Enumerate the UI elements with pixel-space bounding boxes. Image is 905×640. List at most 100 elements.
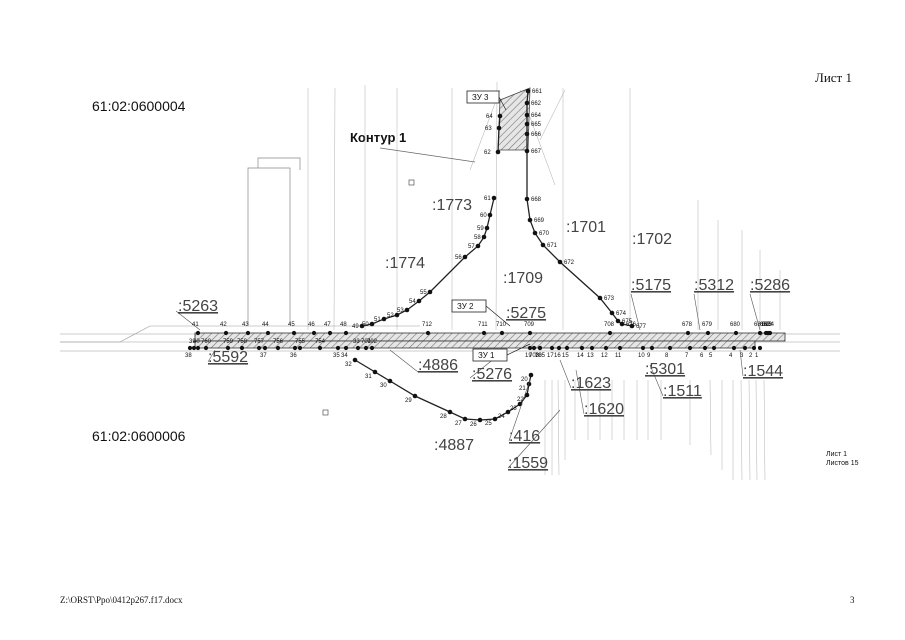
boundary-point-marker xyxy=(225,345,231,351)
boundary-point-number: 2 xyxy=(749,353,753,359)
boundary-point-marker xyxy=(733,330,739,336)
boundary-point-number: 760 xyxy=(201,339,212,345)
boundary-point-number: 9 xyxy=(647,353,651,359)
boundary-point-marker xyxy=(597,295,603,301)
parcel-boundary-line xyxy=(709,379,712,456)
parcel-number-label: :1701 xyxy=(566,219,606,236)
parcel-number-label: :1702 xyxy=(632,231,672,248)
boundary-point-number: 59 xyxy=(477,226,484,232)
boundary-point-number: 40 xyxy=(193,339,200,345)
label-leader-line xyxy=(749,293,761,331)
square-marker xyxy=(408,179,415,186)
boundary-point-marker xyxy=(629,323,635,329)
boundary-point-number: 15 xyxy=(562,353,569,359)
boundary-point-number: 61 xyxy=(484,196,491,202)
boundary-point-number: 48 xyxy=(340,322,347,328)
boundary-point-number: 23 xyxy=(510,406,517,412)
boundary-point-marker xyxy=(495,149,501,155)
boundary-point-marker xyxy=(564,345,570,351)
zone-label-box xyxy=(451,299,487,313)
label-leader-line xyxy=(739,349,744,377)
label-leader-line xyxy=(507,409,561,469)
boundary-point-marker xyxy=(603,345,609,351)
sheet-info: Лист 1 Листов 15 xyxy=(826,450,858,468)
parcel-number-label: :416 xyxy=(509,428,540,445)
label-leader-line xyxy=(575,369,585,415)
parcel-number-label: :1623 xyxy=(571,375,611,392)
boundary-point-number: 22 xyxy=(517,397,524,403)
boundary-point-number: 46 xyxy=(308,322,315,328)
boundary-point-marker xyxy=(487,212,493,218)
map-labels: 6160595857565554535251504966166266466566… xyxy=(178,89,790,472)
boundary-line-north-left xyxy=(361,197,495,327)
boundary-point-number: 4 xyxy=(729,353,733,359)
boundary-line-zu3 xyxy=(497,115,501,153)
boundary-point-number: 24 xyxy=(498,414,505,420)
boundary-point-marker xyxy=(531,345,537,351)
road-edge-line xyxy=(60,325,420,343)
footer-page-number: 3 xyxy=(850,595,855,605)
zone-label-box xyxy=(472,348,508,362)
boundary-point-marker xyxy=(369,321,375,327)
boundary-point-marker xyxy=(363,345,369,351)
zone-leader-line xyxy=(485,305,511,327)
boundary-point-number: 756 xyxy=(273,339,284,345)
boundary-point-number: 3 xyxy=(740,353,744,359)
boundary-point-number: 27 xyxy=(455,421,462,427)
boundary-point-marker xyxy=(556,345,562,351)
boundary-point-marker xyxy=(711,345,717,351)
parcel-number-label: :1709 xyxy=(503,270,543,287)
boundary-point-marker xyxy=(484,225,490,231)
boundary-point-marker xyxy=(757,345,763,351)
boundary-point-marker xyxy=(245,330,251,336)
boundary-point-number: 60 xyxy=(480,213,487,219)
label-leader-line xyxy=(207,349,216,363)
boundary-point-marker xyxy=(619,321,625,327)
parcel-boundary-line xyxy=(740,379,743,481)
boundary-point-marker xyxy=(447,409,453,415)
zone-label-zu1: ЗУ 1 xyxy=(478,351,495,360)
boundary-point-number: 667 xyxy=(531,149,542,155)
boundary-point-number: 669 xyxy=(534,218,545,224)
boundary-point-number: 710 xyxy=(496,322,507,328)
zone-label-zu2: ЗУ 2 xyxy=(457,302,474,311)
boundary-point-marker xyxy=(751,345,757,351)
boundary-point-number: 20 xyxy=(521,377,528,383)
boundary-point-number: 33 xyxy=(353,339,360,345)
boundary-point-marker xyxy=(532,230,538,236)
boundary-point-number: 677 xyxy=(636,324,647,330)
boundary-point-marker xyxy=(343,345,349,351)
contour-leader-line xyxy=(379,147,476,163)
boundary-point-number: 7 xyxy=(685,353,689,359)
boundary-point-number: 672 xyxy=(564,260,575,266)
boundary-point-number: 39 xyxy=(189,339,196,345)
label-leader-line xyxy=(469,349,506,379)
boundary-point-marker xyxy=(262,345,268,351)
boundary-point-marker xyxy=(757,330,763,336)
boundary-point-number: 684 xyxy=(764,322,775,328)
boundary-point-number: 711 xyxy=(478,322,488,328)
boundary-point-number: 683 xyxy=(762,322,773,328)
boundary-point-number: 35 xyxy=(333,353,340,359)
boundary-point-marker xyxy=(492,416,498,422)
boundary-point-number: 681 xyxy=(754,322,765,328)
boundary-point-marker xyxy=(524,121,530,127)
zone-leader-line xyxy=(506,343,531,356)
label-leader-line xyxy=(508,379,531,442)
boundary-point-number: 755 xyxy=(295,339,306,345)
boundary-point-number: 38 xyxy=(185,353,192,359)
boundary-point-marker xyxy=(394,312,400,318)
boundary-point-number: 674 xyxy=(616,311,627,317)
boundary-point-number: 55 xyxy=(420,290,427,296)
boundary-point-number: 14 xyxy=(577,353,584,359)
boundary-point-number: 709 xyxy=(524,322,535,328)
parcel-boundary-line xyxy=(539,89,566,141)
parcel-number-label: :1544 xyxy=(743,363,783,380)
boundary-point-marker xyxy=(223,330,229,336)
boundary-point-number: 44 xyxy=(262,322,269,328)
boundary-point-marker xyxy=(481,234,487,240)
boundary-point-number: 10 xyxy=(638,353,645,359)
contour-label: Контур 1 xyxy=(350,130,407,145)
parcel-number-label: :5312 xyxy=(694,277,734,294)
parcel-number-label: :1511 xyxy=(663,383,702,400)
